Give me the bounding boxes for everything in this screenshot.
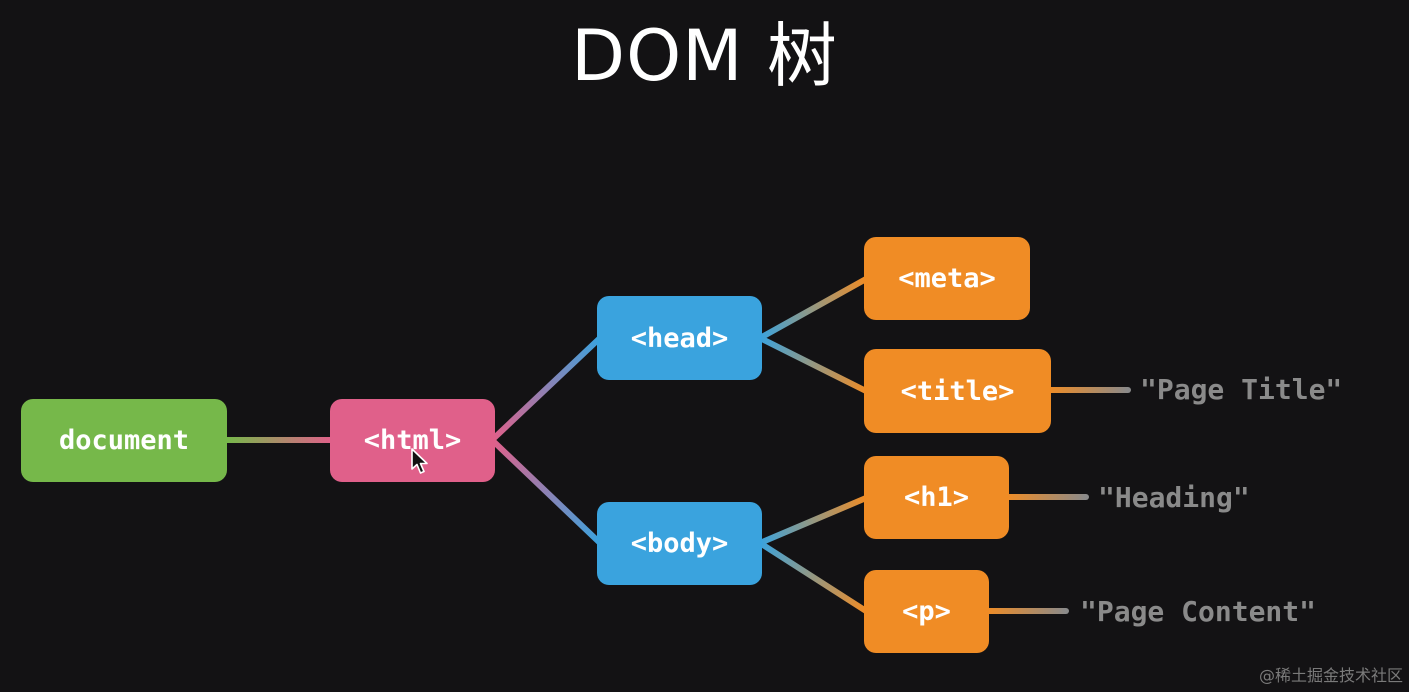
text-node-page-title: "Page Title" <box>1140 373 1343 406</box>
node-body: <body> <box>597 502 762 585</box>
node-head-label: <head> <box>630 322 729 354</box>
node-meta: <meta> <box>864 237 1030 320</box>
edge-head-title <box>757 335 869 394</box>
diagram-title: DOM 树 <box>571 15 838 97</box>
node-body-label: <body> <box>630 528 729 559</box>
edge-body-p <box>757 540 869 614</box>
node-head: <head> <box>597 296 762 380</box>
node-document-label: document <box>58 425 190 456</box>
node-h1-label: <h1> <box>903 482 970 513</box>
node-title-label: <title> <box>900 375 1015 407</box>
text-node-heading: "Heading" <box>1098 481 1250 514</box>
mouse-pointer-icon <box>411 448 428 474</box>
node-title: <title> <box>864 349 1051 433</box>
text-node-page-content: "Page Content" <box>1080 595 1317 628</box>
edge-html-head <box>489 335 603 443</box>
edge-head-meta <box>757 276 869 341</box>
edge-html-body <box>489 437 603 546</box>
node-document: document <box>21 399 227 482</box>
watermark: @稀土掘金技术社区 <box>1258 666 1403 685</box>
node-p-label: <p> <box>902 596 951 627</box>
node-meta-label: <meta> <box>898 263 996 294</box>
node-p: <p> <box>864 570 989 653</box>
edge-body-h1 <box>757 495 869 546</box>
node-h1: <h1> <box>864 456 1009 539</box>
